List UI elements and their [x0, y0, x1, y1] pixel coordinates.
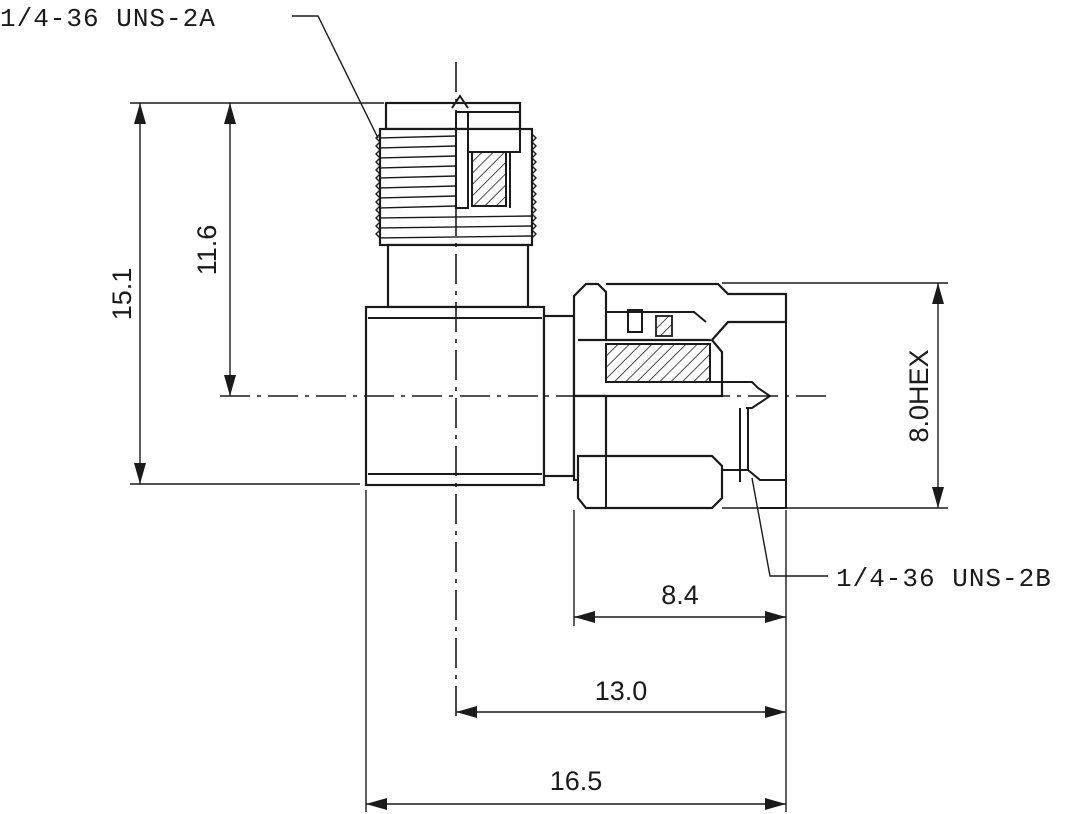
note-thread-top: 1/4-36 UNS-2A — [0, 4, 379, 139]
dim-overall-height-label: 15.1 — [107, 268, 137, 321]
note-thread-right: 1/4-36 UNS-2B — [751, 477, 1052, 594]
note-thread-top-label: 1/4-36 UNS-2A — [0, 4, 216, 34]
right-plug — [572, 282, 788, 510]
dim-center-height: 11.6 — [192, 103, 236, 396]
dim-overall-height: 15.1 — [107, 102, 384, 485]
dim-overall-length-label: 16.5 — [550, 766, 603, 796]
note-thread-right-label: 1/4-36 UNS-2B — [836, 564, 1052, 594]
dim-hex: 8.0HEX — [722, 282, 948, 509]
dim-plug-length: 8.4 — [573, 510, 787, 812]
dim-center-height-label: 11.6 — [192, 225, 222, 276]
dim-plug-length-label: 8.4 — [661, 580, 699, 610]
dim-center-to-end-label: 13.0 — [595, 676, 648, 706]
dim-overall-length: 16.5 — [365, 490, 786, 812]
dim-center-to-end: 13.0 — [456, 676, 786, 718]
dim-hex-label: 8.0HEX — [904, 349, 934, 442]
